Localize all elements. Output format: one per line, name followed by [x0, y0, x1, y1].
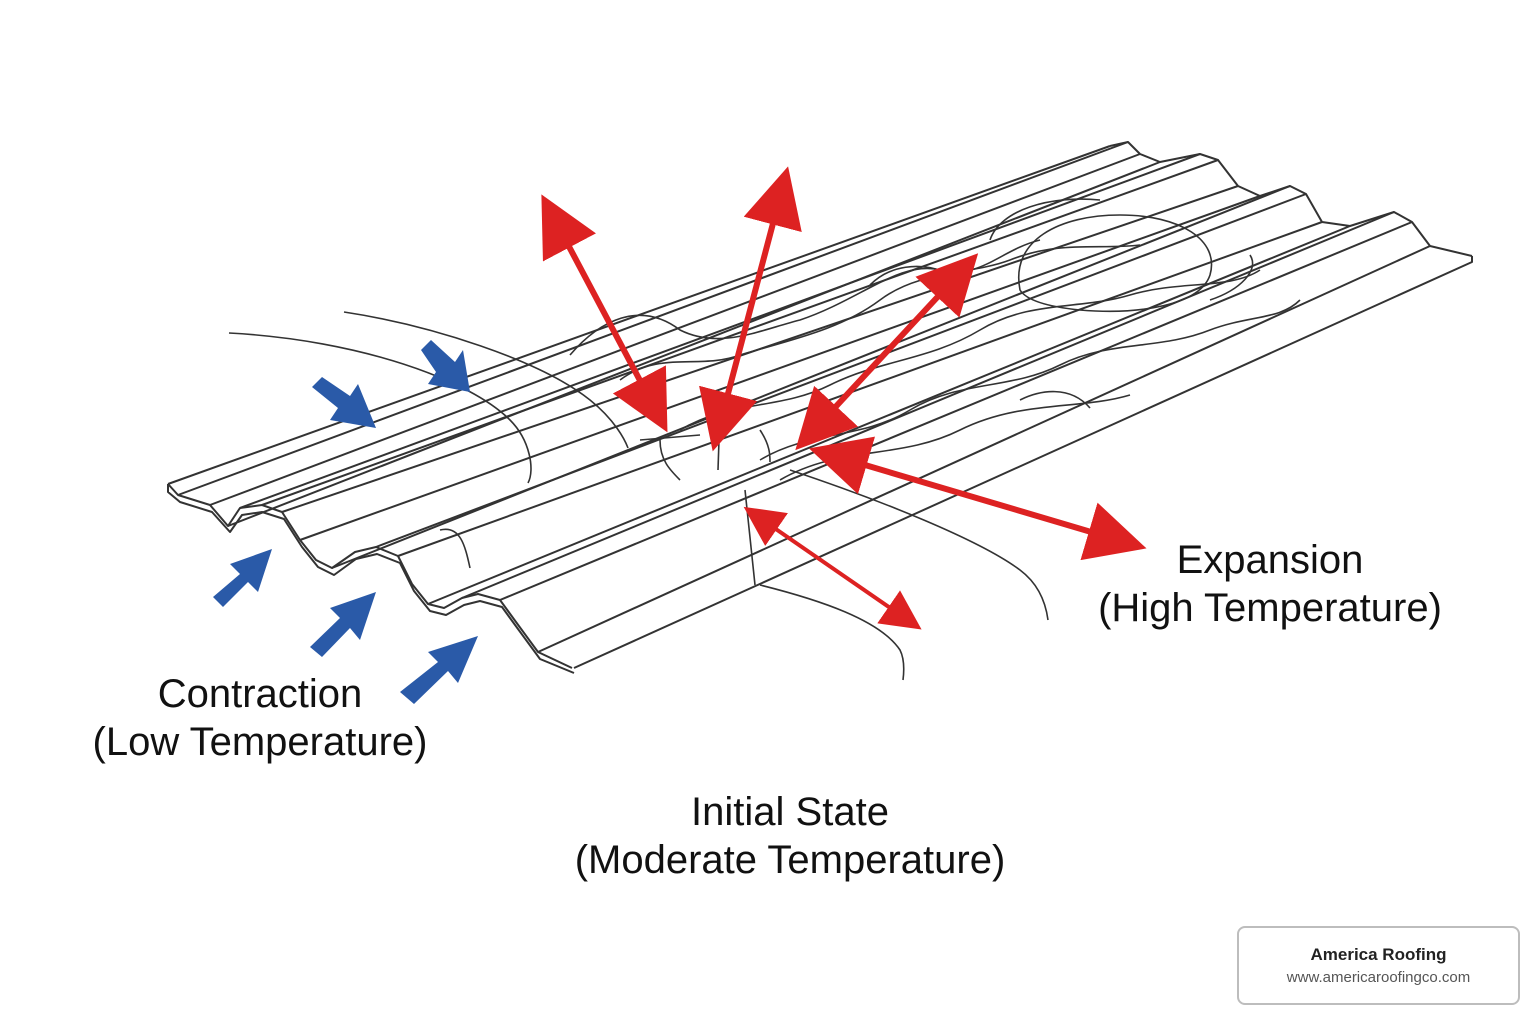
- initial-state-label: Initial State (Moderate Temperature): [560, 788, 1020, 884]
- contraction-label: Contraction (Low Temperature): [80, 670, 440, 766]
- expansion-title: Expansion: [1176, 538, 1364, 582]
- contraction-arrow-3: [213, 549, 272, 607]
- initial-subtitle: (Moderate Temperature): [574, 838, 1006, 882]
- expansion-subtitle: (High Temperature): [1098, 586, 1442, 630]
- contraction-arrow-2: [421, 340, 470, 392]
- panel-front-profile: [167, 483, 573, 669]
- initial-title: Initial State: [691, 790, 889, 834]
- contraction-title: Contraction: [157, 672, 363, 716]
- expansion-arrows: [541, 166, 1147, 561]
- expansion-arrow-3: [795, 253, 979, 451]
- contraction-subtitle: (Low Temperature): [92, 720, 428, 764]
- expansion-arrow-2: [699, 166, 802, 452]
- contraction-arrow-1: [312, 377, 376, 428]
- expansion-label: Expansion (High Temperature): [1085, 536, 1455, 632]
- brand-name: America Roofing: [1310, 945, 1447, 964]
- contraction-arrow-5: [400, 636, 478, 704]
- expansion-arrow-thin: [743, 506, 922, 630]
- contraction-arrows: [213, 340, 478, 704]
- expansion-arrow-4: [808, 436, 1147, 561]
- brand-badge: America Roofing www.americaroofingco.com: [1237, 926, 1520, 1005]
- expansion-arrow-1: [541, 194, 668, 433]
- contraction-arrow-4: [310, 592, 376, 657]
- brand-url: www.americaroofingco.com: [1286, 969, 1471, 986]
